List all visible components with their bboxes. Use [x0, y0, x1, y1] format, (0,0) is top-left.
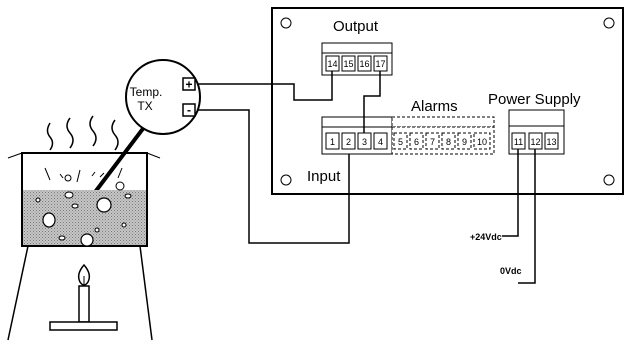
steam-icon — [46, 115, 119, 151]
terminal-label: 14 — [327, 59, 337, 69]
terminal-label: 16 — [359, 59, 369, 69]
input-title: Input — [307, 168, 341, 185]
power-supply-title: Power Supply — [488, 91, 581, 108]
wire-tx-plus — [196, 71, 333, 101]
terminal-13 — [544, 132, 559, 150]
terminal-15 — [341, 55, 356, 72]
mounting-hole-icon — [280, 17, 292, 29]
terminal-label: 13 — [546, 137, 556, 147]
transmitter-label-line1: Temp. — [130, 85, 163, 99]
candle-base — [49, 321, 118, 331]
terminal-7 — [425, 132, 440, 150]
tx-minus-terminal — [182, 103, 196, 117]
wire-24vdc — [502, 149, 519, 237]
burner — [7, 245, 153, 341]
terminal-label: 15 — [343, 59, 353, 69]
tx-plus-symbol: + — [185, 78, 192, 92]
candle — [78, 285, 90, 323]
terminal-label: 17 — [375, 59, 385, 69]
terminal-label: 2 — [346, 137, 351, 147]
terminal-label: 1 — [330, 137, 335, 147]
power-terminal-block: 11 12 13 — [508, 109, 565, 155]
terminal-6 — [409, 132, 424, 150]
terminal-label: 10 — [477, 137, 487, 147]
terminal-9 — [457, 132, 472, 150]
terminal-4 — [373, 132, 388, 150]
terminal-10 — [473, 132, 491, 150]
controller-panel — [271, 7, 624, 195]
tx-minus-symbol: - — [187, 103, 191, 117]
terminal-1 — [325, 132, 340, 150]
mounting-hole-icon — [603, 17, 615, 29]
terminal-label: 11 — [514, 137, 523, 147]
terminal-label: 5 — [398, 137, 403, 147]
mounting-hole-icon — [603, 174, 615, 186]
terminal-16 — [357, 55, 372, 72]
boiling-vessel — [7, 152, 161, 247]
transmitter-label-line2: TX — [137, 99, 152, 113]
terminal-5 — [393, 132, 408, 150]
supply-0vdc-label: 0Vdc — [500, 266, 522, 276]
terminal-label: 4 — [378, 137, 383, 147]
terminal-label: 12 — [530, 137, 540, 147]
alarms-title: Alarms — [411, 98, 458, 115]
terminal-8 — [441, 132, 456, 150]
wire-tx-minus — [196, 109, 350, 244]
terminal-label: 6 — [414, 137, 419, 147]
terminal-2 — [341, 132, 356, 150]
terminal-label: 8 — [446, 137, 451, 147]
terminal-label: 9 — [462, 137, 467, 147]
terminal-label: 3 — [362, 137, 367, 147]
alarms-terminal-block: 5 6 7 8 9 10 — [391, 116, 495, 155]
mounting-hole-icon — [280, 174, 292, 186]
wire-output-to-input — [363, 71, 381, 133]
tx-plus-terminal — [182, 77, 196, 91]
input-terminal-block: 1 2 3 4 — [321, 116, 393, 155]
terminal-label: 7 — [430, 137, 435, 147]
wiring — [196, 71, 536, 284]
supply-24vdc-label: +24Vdc — [470, 232, 502, 242]
temperature-transmitter: Temp. TX + - — [125, 59, 201, 135]
output-terminal-block: 14 15 16 17 — [321, 42, 393, 76]
output-title: Output — [333, 18, 379, 35]
wire-0vdc — [518, 149, 536, 284]
